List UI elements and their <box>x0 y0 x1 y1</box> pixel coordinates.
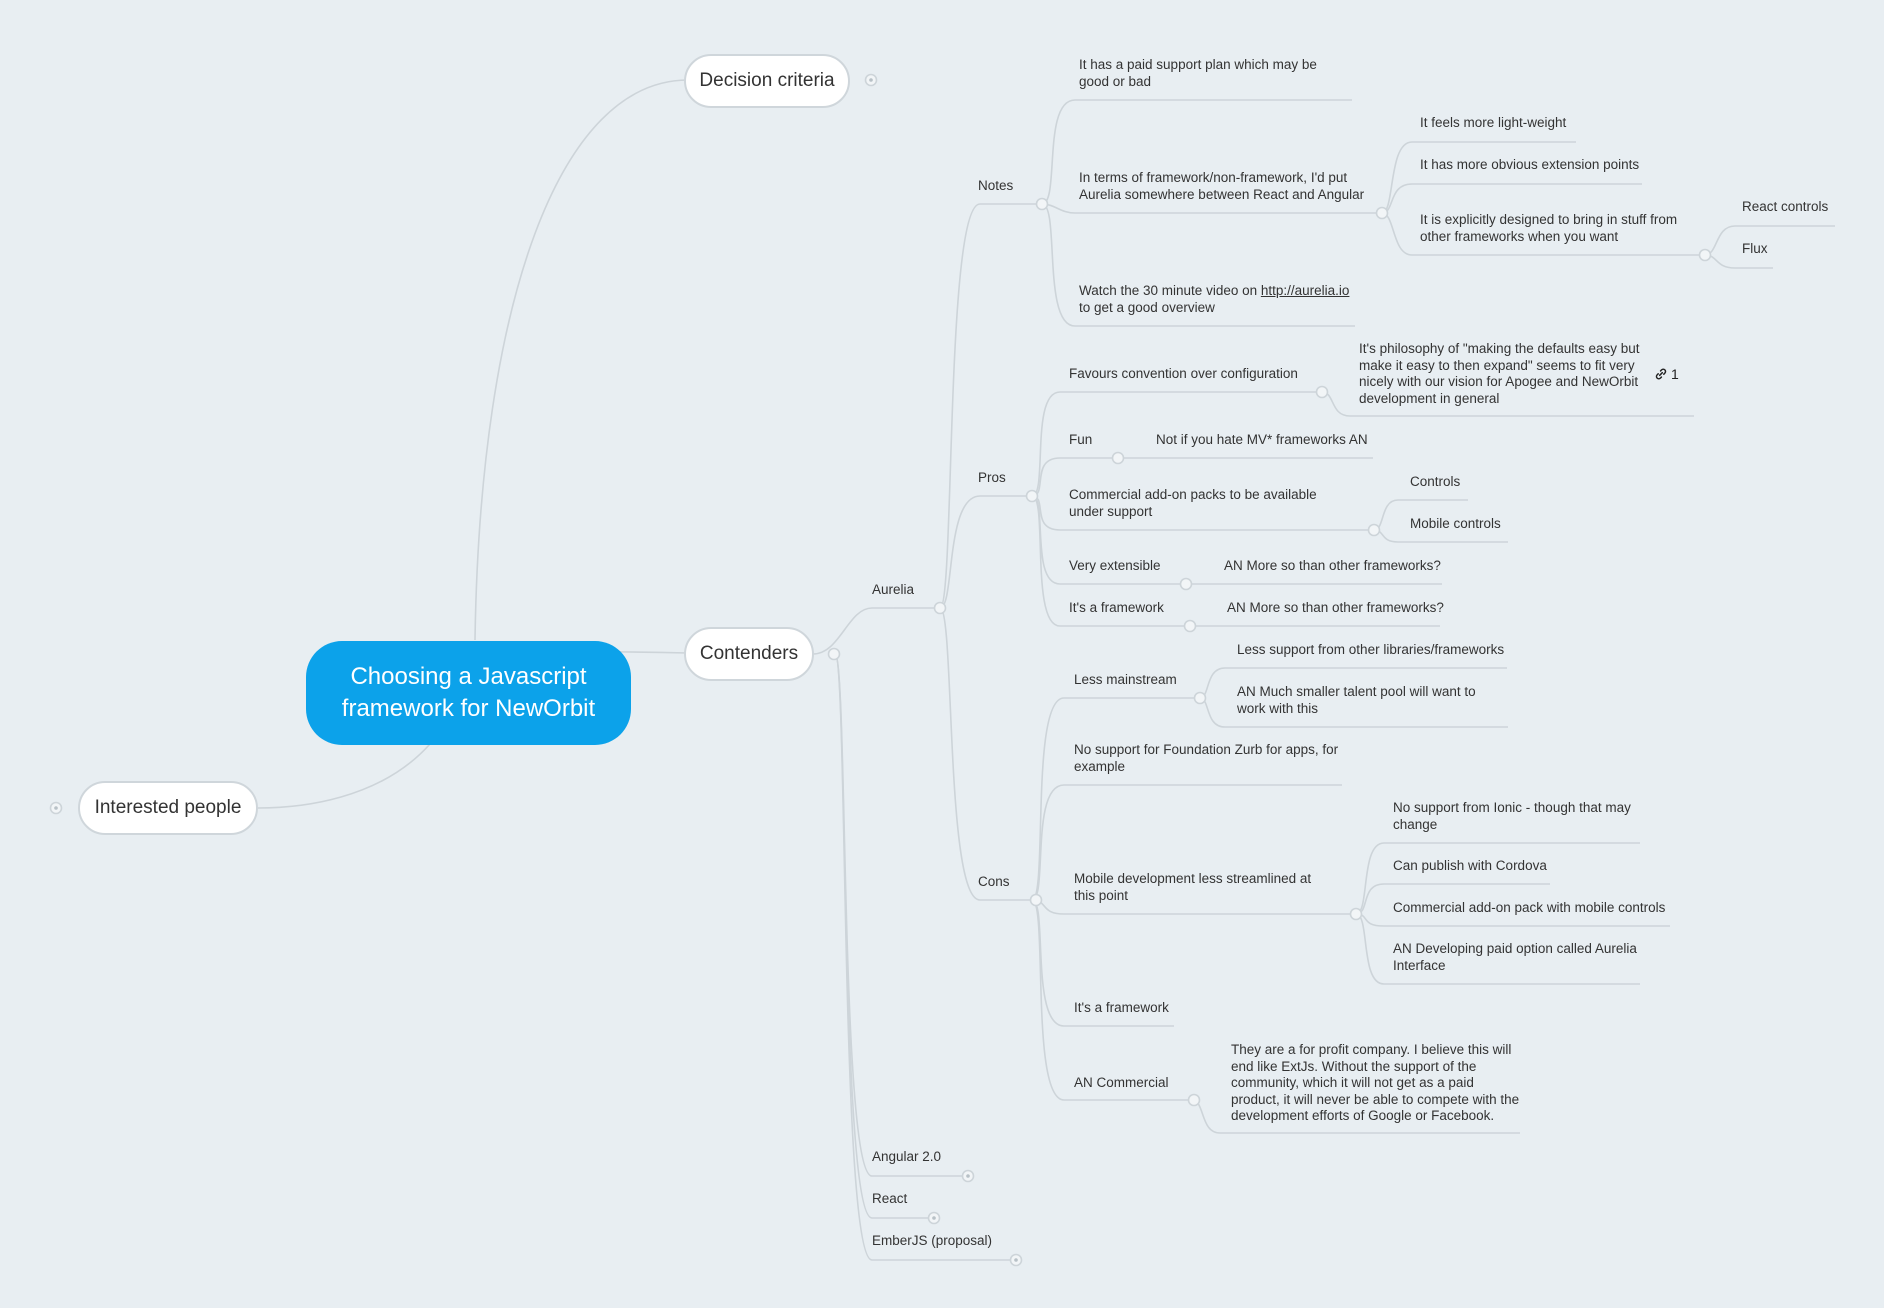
attachment-badge[interactable]: 1 <box>1654 366 1679 382</box>
pro-addon-packs[interactable]: Commercial add-on packs to be available … <box>1069 487 1317 519</box>
topic-emberjs[interactable]: EmberJS (proposal) <box>872 1233 993 1248</box>
topic-contenders[interactable]: Contenders <box>684 627 814 681</box>
topic-pros[interactable]: Pros <box>978 470 1006 485</box>
note-light-weight[interactable]: It feels more light-weight <box>1420 115 1567 130</box>
link-icon <box>1655 368 1667 380</box>
pro-extensible-comment[interactable]: AN More so than other frameworks? <box>1224 558 1441 573</box>
con-cordova[interactable]: Can publish with Cordova <box>1393 858 1547 873</box>
note-watch-video[interactable]: Watch the 30 minute video on http://aure… <box>1079 283 1359 316</box>
con-ionic[interactable]: No support from Ionic - though that may … <box>1393 800 1631 832</box>
topic-decision-criteria[interactable]: Decision criteria <box>684 54 850 108</box>
topic-flux[interactable]: Flux <box>1742 241 1768 256</box>
note-extension-points[interactable]: It has more obvious extension points <box>1420 157 1640 172</box>
attachment-count: 1 <box>1671 366 1679 382</box>
topic-aurelia[interactable]: Aurelia <box>872 582 915 597</box>
con-foundation-zurb[interactable]: No support for Foundation Zurb for apps,… <box>1074 742 1339 774</box>
con-framework[interactable]: It's a framework <box>1074 1000 1169 1015</box>
note-framework-position[interactable]: In terms of framework/non-framework, I'd… <box>1079 170 1365 202</box>
note-other-frameworks[interactable]: It is explicitly designed to bring in st… <box>1420 212 1678 244</box>
pro-convention[interactable]: Favours convention over configuration <box>1069 366 1298 381</box>
pro-fun-comment[interactable]: Not if you hate MV* frameworks AN <box>1156 432 1368 447</box>
pro-extensible[interactable]: Very extensible <box>1069 558 1161 573</box>
topic-controls[interactable]: Controls <box>1410 474 1461 489</box>
con-aurelia-interface[interactable]: AN Developing paid option called Aurelia… <box>1393 941 1637 973</box>
note-video-text-end: to get a good overview <box>1079 299 1215 315</box>
pro-framework-comment[interactable]: AN More so than other frameworks? <box>1227 600 1444 615</box>
topic-angular[interactable]: Angular 2.0 <box>872 1149 942 1164</box>
pro-philosophy[interactable]: It's philosophy of "making the defaults … <box>1359 341 1640 406</box>
topic-cons[interactable]: Cons <box>978 874 1010 889</box>
topic-interested-people[interactable]: Interested people <box>78 781 258 835</box>
note-paid-support[interactable]: It has a paid support plan which may be … <box>1079 57 1317 89</box>
topic-notes[interactable]: Notes <box>978 178 1014 193</box>
aurelia-link[interactable]: http://aurelia.io <box>1260 283 1350 298</box>
con-mobile-dev[interactable]: Mobile development less streamlined at t… <box>1074 871 1312 903</box>
pro-fun[interactable]: Fun <box>1069 432 1093 447</box>
topic-mobile-controls[interactable]: Mobile controls <box>1410 516 1501 531</box>
con-commercial[interactable]: AN Commercial <box>1074 1075 1169 1090</box>
con-less-mainstream[interactable]: Less mainstream <box>1074 672 1177 687</box>
topic-react[interactable]: React <box>872 1191 908 1206</box>
central-topic[interactable]: Choosing a Javascript framework for NewO… <box>306 641 631 745</box>
topic-react-controls[interactable]: React controls <box>1742 199 1829 214</box>
con-mobile-addon[interactable]: Commercial add-on pack with mobile contr… <box>1393 900 1666 915</box>
note-video-text: Watch the 30 minute video on <box>1079 283 1261 298</box>
pro-framework[interactable]: It's a framework <box>1069 600 1164 615</box>
con-for-profit[interactable]: They are a for profit company. I believe… <box>1231 1042 1520 1123</box>
con-talent-pool[interactable]: AN Much smaller talent pool will want to… <box>1237 684 1476 716</box>
con-less-support[interactable]: Less support from other libraries/framew… <box>1237 642 1505 657</box>
